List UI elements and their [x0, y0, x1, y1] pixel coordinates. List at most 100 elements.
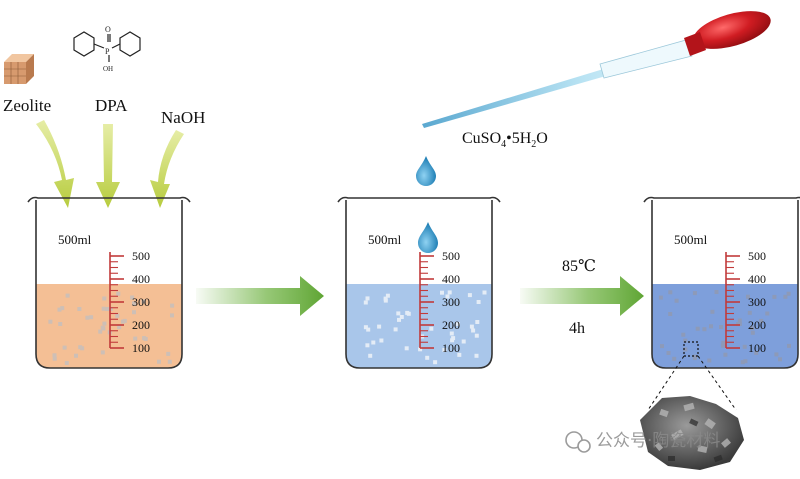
suspended-particle: [721, 340, 726, 345]
suspended-particle: [383, 298, 388, 303]
suspended-particle: [461, 339, 466, 344]
suspended-particle: [62, 345, 67, 350]
suspended-particle: [445, 294, 450, 299]
suspended-particle: [132, 301, 136, 306]
suspended-particle: [714, 290, 719, 294]
suspended-particle: [52, 353, 57, 358]
suspended-particle: [122, 318, 127, 323]
time-label: 4h: [569, 320, 585, 337]
suspended-particle: [108, 306, 113, 311]
suspended-particle: [743, 359, 748, 364]
suspended-particle: [393, 327, 398, 332]
suspended-particle: [720, 343, 725, 348]
suspended-particle: [132, 310, 136, 315]
suspended-particle: [742, 344, 747, 349]
suspended-particle: [683, 338, 688, 343]
suspended-particle: [105, 307, 110, 311]
suspended-particle: [377, 324, 382, 329]
suspended-particle: [98, 329, 103, 334]
suspended-particle: [365, 343, 370, 348]
suspended-particle: [783, 294, 788, 299]
suspended-particle: [475, 320, 480, 324]
suspended-particle: [89, 315, 94, 320]
suspended-particle: [737, 321, 742, 326]
temperature-label: 85℃: [562, 258, 596, 275]
suspended-particle: [166, 351, 171, 356]
suspended-particle: [681, 332, 686, 337]
suspended-particle: [130, 295, 135, 300]
suspended-particle: [368, 353, 373, 358]
suspended-particle: [365, 296, 370, 301]
falling-droplet-icon: [416, 156, 436, 186]
process-arrow-2: [520, 276, 644, 316]
suspended-particle: [440, 290, 444, 295]
suspended-particle: [405, 310, 410, 315]
suspended-particle: [433, 360, 438, 365]
naoh-label: NaOH: [161, 108, 205, 127]
beaker-droplet-icon: [418, 222, 438, 253]
magnification-line-right: [697, 355, 737, 411]
suspended-particle: [366, 327, 371, 332]
watermark-text: 公众号·陶瓷材料: [596, 431, 720, 451]
suspended-particle: [170, 313, 174, 318]
scale-tick-label: 300: [132, 295, 150, 309]
beaker-volume-label: 500ml: [674, 232, 708, 247]
suspended-particle: [170, 303, 175, 308]
suspended-particle: [142, 336, 147, 341]
dpa-hydroxyl-label: OH: [103, 65, 113, 73]
suspended-particle: [64, 361, 69, 365]
suspended-particle: [167, 359, 172, 364]
scale-tick-label: 100: [748, 341, 766, 355]
suspended-particle: [57, 307, 62, 312]
suspended-particle: [750, 326, 755, 331]
suspended-particle: [709, 324, 713, 329]
suspended-particle: [692, 291, 697, 296]
scale-tick-label: 500: [442, 249, 460, 263]
suspended-particle: [695, 326, 700, 331]
suspended-particle: [115, 313, 120, 318]
suspended-particle: [476, 300, 481, 304]
scale-tick-label: 500: [132, 249, 150, 263]
suspended-particle: [723, 352, 728, 357]
beaker-glass: [27, 196, 191, 369]
suspended-particle: [482, 290, 487, 295]
suspended-particle: [778, 357, 782, 362]
suspended-particle: [467, 293, 472, 298]
suspended-particle: [747, 310, 752, 315]
suspended-particle: [85, 315, 90, 320]
scale-tick-label: 300: [442, 295, 460, 309]
suspended-particle: [100, 350, 105, 355]
suspended-particle: [471, 328, 476, 333]
suspended-particle: [74, 353, 78, 358]
suspended-particle: [429, 326, 434, 331]
beaker-volume-label: 500ml: [58, 232, 92, 247]
suspended-particle: [78, 345, 83, 350]
suspended-particle: [666, 351, 671, 355]
suspended-particle: [425, 355, 430, 360]
scale-tick-label: 300: [748, 295, 766, 309]
beaker-glass: [337, 196, 501, 369]
suspended-particle: [692, 356, 697, 361]
scale-tick-label: 500: [748, 249, 766, 263]
scale-tick-label: 400: [748, 272, 766, 286]
suspended-particle: [116, 291, 121, 296]
suspended-particle: [442, 347, 447, 352]
beaker-liquid: [652, 284, 798, 368]
suspended-particle: [668, 312, 673, 316]
scale-tick-label: 400: [442, 272, 460, 286]
magnification-line-left: [647, 355, 685, 411]
suspended-particle: [683, 347, 688, 352]
suspended-particle: [102, 296, 107, 301]
suspended-particle: [455, 321, 460, 326]
suspended-particle: [447, 290, 452, 295]
suspended-particle: [754, 350, 759, 355]
suspended-particle: [60, 306, 65, 311]
suspended-particle: [58, 322, 63, 326]
process-arrow-1: [196, 276, 324, 316]
suspended-particle: [77, 307, 82, 311]
